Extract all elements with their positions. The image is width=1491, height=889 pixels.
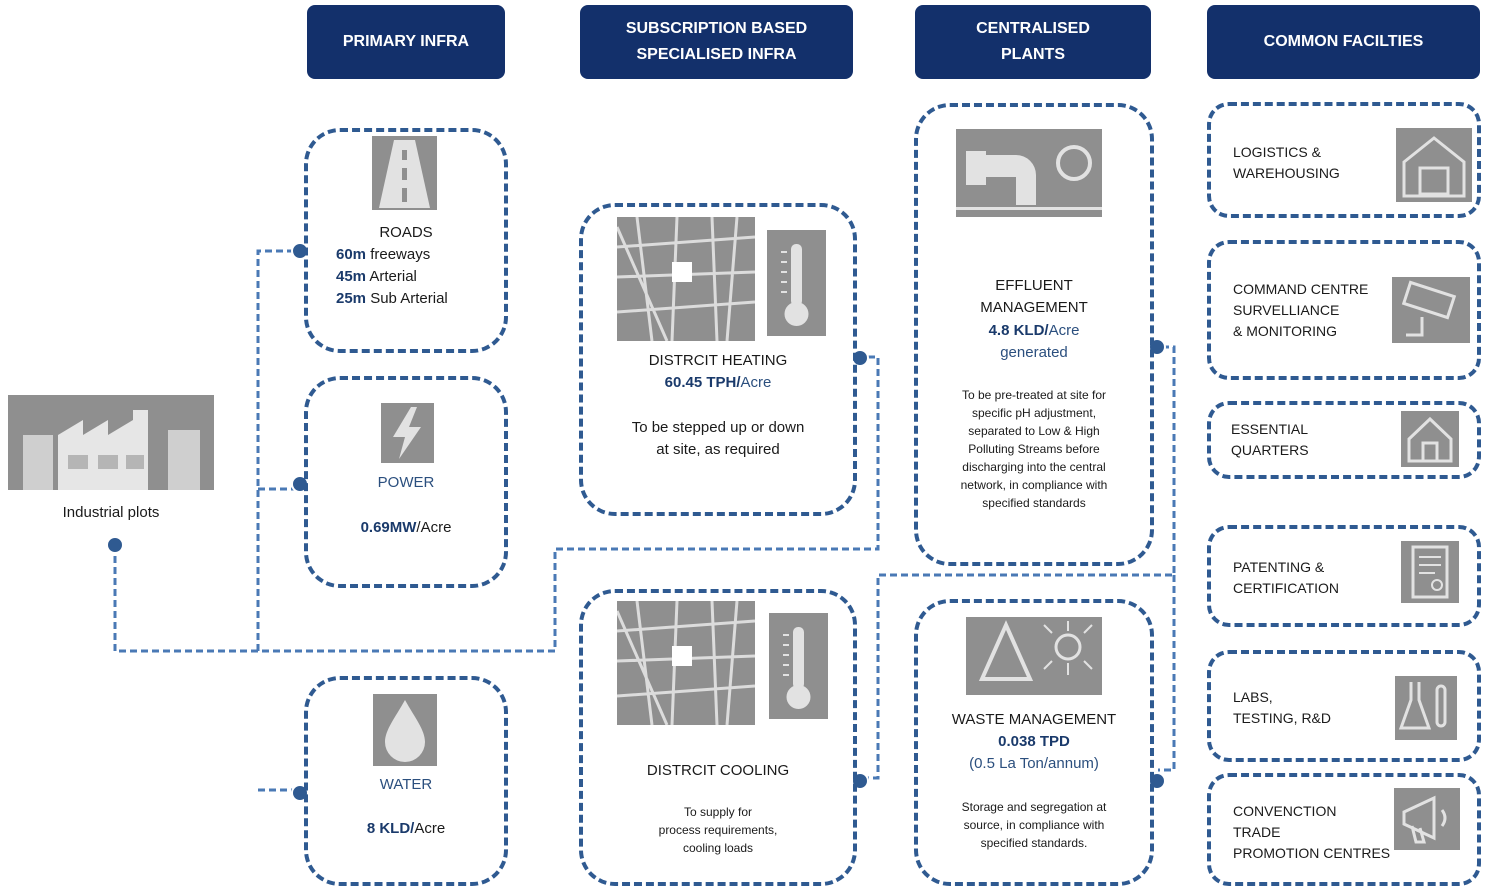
command-centre-card: COMMAND CENTRE SURVELLIANCE & MONITORING <box>1207 240 1481 380</box>
roads-spec-2: 45m Arterial <box>336 268 417 285</box>
cctv-camera-icon <box>1392 277 1470 343</box>
lab-flask-icon <box>1395 676 1457 740</box>
convention-card: CONVENCTION TRADE PROMOTION CENTRES <box>1207 773 1481 886</box>
map-grid-icon <box>615 600 756 726</box>
labs-card: LABS, TESTING, R&D <box>1207 650 1481 762</box>
effluent-note: To be pre-treated at site for specific p… <box>960 388 1108 510</box>
power-title: POWER <box>377 474 435 491</box>
cooling-note: To supply for process requirements, cool… <box>658 805 778 855</box>
effluent-title-1: EFFLUENT <box>995 277 1073 294</box>
water-title: WATER <box>379 776 433 793</box>
convention-label: CONVENCTION TRADE PROMOTION CENTRES <box>1233 803 1391 861</box>
heating-note-2: at site, as required <box>656 441 780 458</box>
effluent-sub: generated <box>1000 344 1068 361</box>
cooling-title: DISTRCIT COOLING <box>646 762 790 779</box>
heating-note-1: To be stepped up or down <box>631 419 805 436</box>
water-drop-icon <box>373 694 437 766</box>
water-card: WATER 8 KLD/Acre <box>304 676 508 886</box>
district-cooling-card: DISTRCIT COOLING To supply for process r… <box>579 589 857 886</box>
waste-note: Storage and segregation at source, in co… <box>961 800 1107 850</box>
waste-card: WASTE MANAGEMENT 0.038 TPD (0.5 La Ton/a… <box>914 599 1154 886</box>
lightning-icon <box>381 403 434 463</box>
factory-icon <box>8 395 214 490</box>
power-card: POWER 0.69MW/Acre <box>304 376 508 588</box>
labs-label: LABS, TESTING, R&D <box>1233 689 1332 726</box>
logistics-label: LOGISTICS & WAREHOUSING <box>1233 144 1340 181</box>
header-centralised-plants: CENTRALISED PLANTS <box>915 5 1151 79</box>
water-value: 8 KLD/Acre <box>366 820 446 837</box>
patenting-card: PATENTING & CERTIFICATION <box>1207 525 1481 627</box>
roads-card: ROADS 60m freeways 45m Arterial 25m Sub … <box>304 128 508 353</box>
header-primary-infra: PRIMARY INFRA <box>307 5 505 79</box>
waste-sub: (0.5 La Ton/annum) <box>969 755 1099 772</box>
industrial-plots-label: Industrial plots <box>62 504 160 521</box>
waste-title: WASTE MANAGEMENT <box>951 711 1117 728</box>
house-icon <box>1401 411 1459 467</box>
effluent-title-2: MANAGEMENT <box>980 299 1088 316</box>
header-common-facilities: COMMON FACILTIES <box>1207 5 1480 79</box>
power-value: 0.69MW/Acre <box>360 519 452 536</box>
heating-title: DISTRCIT HEATING <box>648 352 788 369</box>
command-centre-label: COMMAND CENTRE SURVELLIANCE & MONITORING <box>1233 281 1369 339</box>
thermometer-icon <box>769 613 828 719</box>
roads-spec-1: 60m freeways <box>336 246 431 263</box>
effluent-card: EFFLUENT MANAGEMENT 4.8 KLD/Acre generat… <box>914 103 1154 566</box>
roads-spec-3: 25m Sub Arterial <box>336 290 448 307</box>
logistics-card: LOGISTICS & WAREHOUSING <box>1207 102 1481 218</box>
node-dot <box>106 536 124 554</box>
warehouse-icon <box>1396 128 1472 202</box>
road-icon <box>372 136 437 210</box>
megaphone-icon <box>1394 788 1460 850</box>
pipe-water-icon <box>956 129 1102 217</box>
thermometer-icon <box>767 230 826 336</box>
recycle-bacteria-icon <box>966 617 1102 695</box>
map-grid-icon <box>615 216 756 342</box>
essential-quarters-card: ESSENTIAL QUARTERS <box>1207 401 1481 479</box>
effluent-value: 4.8 KLD/Acre <box>988 322 1080 339</box>
roads-title: ROADS <box>379 224 433 241</box>
district-heating-card: DISTRCIT HEATING 60.45 TPH/Acre To be st… <box>579 203 857 516</box>
certificate-icon <box>1401 541 1459 603</box>
heating-value: 60.45 TPH/Acre <box>664 374 772 391</box>
essential-quarters-label: ESSENTIAL QUARTERS <box>1231 421 1309 458</box>
patenting-label: PATENTING & CERTIFICATION <box>1233 559 1340 596</box>
waste-value: 0.038 TPD <box>998 733 1070 750</box>
header-subscription-infra: SUBSCRIPTION BASED SPECIALISED INFRA <box>580 5 853 79</box>
